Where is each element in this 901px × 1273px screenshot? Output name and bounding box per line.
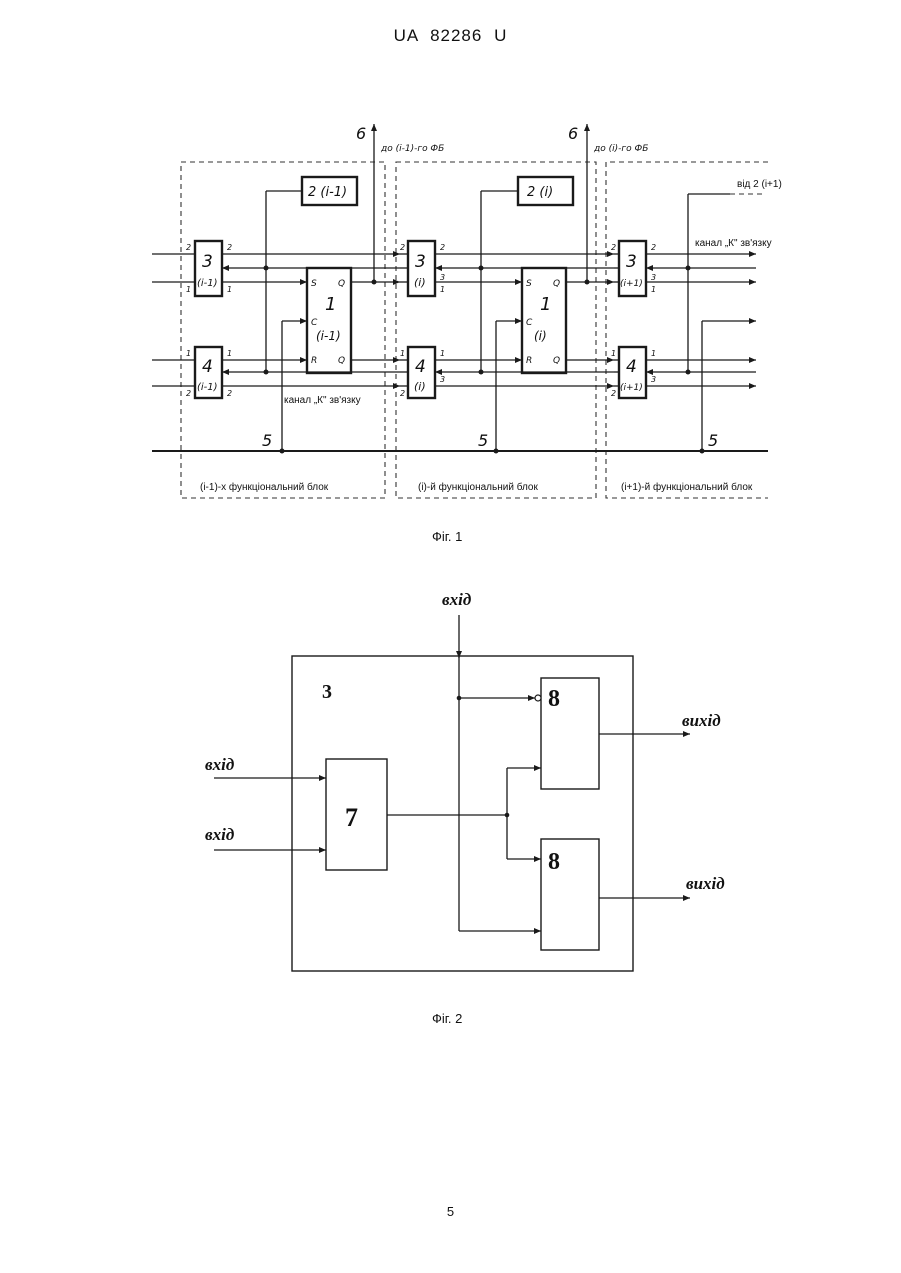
output-1-label: вихід	[682, 711, 721, 730]
output-2-label: вихід	[686, 874, 725, 893]
page-number: 5	[0, 1204, 901, 1219]
input-1-label: вхід	[205, 755, 235, 774]
fig2-caption: Фіг. 2	[432, 1011, 462, 1026]
input-2-label: вхід	[205, 825, 235, 844]
block-3-label: 3	[322, 681, 332, 703]
input-top-label: вхід	[442, 590, 472, 609]
block-7-label: 7	[345, 803, 358, 832]
block-8-bottom-label: 8	[548, 849, 560, 875]
block-8-top-label: 8	[548, 686, 560, 712]
